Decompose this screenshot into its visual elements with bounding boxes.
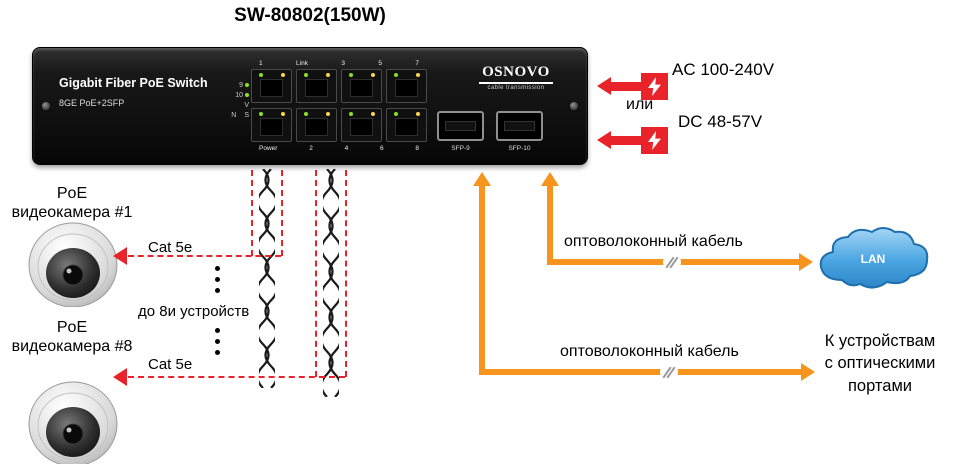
port-label: 2	[309, 145, 313, 152]
ac-power-arrow	[597, 77, 647, 95]
poe-cable-path	[251, 170, 253, 256]
fiber-cable-line	[547, 186, 553, 265]
port-row-bottom	[251, 108, 427, 142]
port-labels-bottom: Power 2 4 6 8	[251, 144, 427, 153]
switch-ports-spec: 8GE PoE+2SFP	[59, 98, 125, 108]
bolt-glyph	[648, 77, 661, 96]
ac-voltage-label: AC 100-240V	[672, 60, 775, 79]
fiber-cable-line	[479, 369, 801, 375]
led-legend-s: S	[244, 112, 249, 119]
port-label: 7	[415, 60, 419, 67]
poe-cable-path	[128, 376, 345, 378]
fiber-cable-line	[479, 186, 485, 375]
port-label: 5	[378, 60, 382, 67]
rj45-port-2	[251, 108, 292, 142]
sfp-label-9: SFP-9	[451, 145, 470, 152]
rj45-port-1	[251, 69, 292, 103]
screw-icon	[570, 102, 578, 110]
rj45-port-7	[386, 69, 427, 103]
dc-power-arrow	[597, 131, 647, 149]
optical-devices-label: К устройствам с оптическими портами	[806, 330, 954, 397]
camera-8-label-line1: PoE	[56, 319, 88, 336]
port-label: 6	[379, 145, 384, 152]
sfp-slot-10	[496, 111, 543, 141]
ellipsis-dots-icon	[215, 328, 220, 355]
port-label: 8	[415, 145, 419, 152]
switch-device: Gigabit Fiber PoE Switch 8GE PoE+2SFP 9 …	[32, 47, 588, 165]
brand-subtitle: cable transmission	[487, 85, 545, 91]
camera-1-label-line2: видеокамера #1	[11, 204, 133, 222]
fiber-break-icon	[660, 363, 678, 381]
rj45-port-6	[341, 108, 382, 142]
port-labels-top: 1 Link 3 5 7	[251, 59, 427, 68]
fiber-arrow-up-icon	[473, 172, 491, 186]
fiber-cable-label-bottom: оптоволоконный кабель	[560, 343, 739, 360]
dome-camera-icon	[28, 381, 118, 464]
rj45-port-5	[341, 69, 382, 103]
port-label: Link	[296, 60, 308, 67]
twisted-pair-cable-icon	[259, 169, 275, 388]
camera-8-label-line2: видеокамера #8	[11, 338, 133, 356]
camera-8-label: PoE видеокамера #8	[4, 318, 140, 356]
fiber-arrow-up-icon	[541, 172, 559, 186]
switch-product-name: Gigabit Fiber PoE Switch	[59, 76, 208, 90]
lan-label: LAN	[861, 252, 886, 266]
optical-devices-line2: с оптическими	[824, 354, 936, 373]
or-label: или	[626, 96, 654, 113]
screw-icon	[42, 102, 50, 110]
dome-camera-icon	[28, 222, 118, 307]
poe-cable-path	[315, 170, 317, 377]
port-label: 1	[259, 60, 263, 67]
led-legend-9: 9	[239, 82, 243, 89]
poe-cable-path	[128, 255, 281, 257]
cat5e-label-1: Cat 5e	[148, 239, 193, 256]
optical-devices-line1: К устройствам	[824, 332, 936, 350]
rj45-port-4	[296, 108, 337, 142]
fiber-break-icon	[663, 253, 681, 271]
poe-cable-path	[281, 170, 283, 256]
camera-1-label-line1: PoE	[56, 185, 88, 202]
sfp-label-10: SFP-10	[508, 145, 531, 152]
sfp-slot-9	[437, 111, 484, 141]
rj45-port-8	[386, 108, 427, 142]
led-legend-v: V	[244, 102, 249, 109]
port-label: 3	[341, 60, 345, 67]
led-legend-n: N	[231, 112, 237, 119]
cable-arrowhead-icon	[113, 368, 127, 386]
dc-voltage-label: DC 48-57V	[678, 112, 763, 131]
rj45-port-block: 1 Link 3 5 7 Power 2 4	[251, 59, 427, 153]
led-indicator-icon	[245, 93, 249, 98]
camera-1-label: PoE видеокамера #1	[4, 184, 140, 222]
rj45-port-3	[296, 69, 337, 103]
lightning-bolt-icon	[641, 127, 668, 154]
lightning-bolt-icon	[641, 73, 668, 100]
port-label: 4	[344, 145, 349, 152]
led-legend-10: 10	[235, 92, 243, 99]
cable-arrowhead-icon	[113, 247, 127, 265]
poe-cable-path	[345, 170, 347, 377]
fiber-cable-label-top: оптоволоконный кабель	[564, 233, 743, 250]
lan-cloud-icon: LAN	[819, 227, 929, 289]
twisted-pair-cable-icon	[323, 169, 339, 397]
diagram-title: SW-80802(150W)	[234, 5, 386, 26]
fiber-arrow-right-icon	[799, 253, 813, 271]
port-row-top	[251, 69, 427, 103]
ellipsis-dots-icon	[215, 266, 220, 293]
bolt-glyph	[648, 131, 661, 150]
devices-count-note: до 8и устройств	[138, 303, 250, 320]
fiber-arrow-right-icon	[801, 363, 815, 381]
optical-devices-line3: портами	[847, 376, 913, 395]
brand-logo: OSNOVO cable transmission	[473, 63, 559, 91]
brand-name: OSNOVO	[479, 64, 553, 84]
led-indicator-icon	[245, 83, 249, 88]
cat5e-label-2: Cat 5e	[148, 356, 193, 373]
port-label: Power	[259, 145, 278, 152]
